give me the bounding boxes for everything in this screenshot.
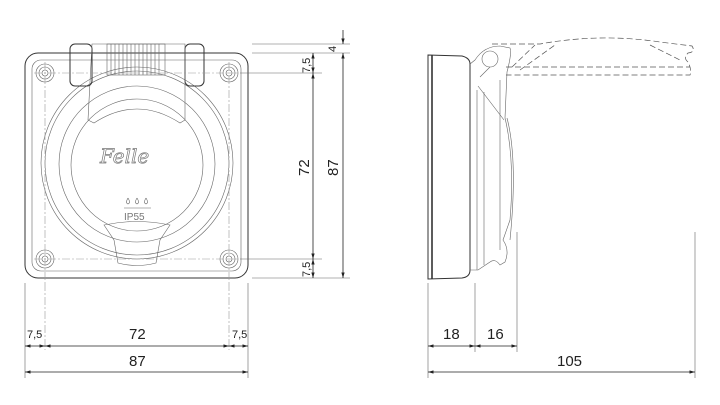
ip-rating: IP55 [124, 212, 145, 223]
dim-open-total: 105 [557, 353, 582, 370]
water-drops-icon [126, 197, 148, 205]
lid-ring [58, 85, 216, 243]
vertical-dimensions: 4 7,5 72 7,5 87 [240, 30, 350, 279]
brand-logo: Felle [99, 144, 149, 168]
plate-inner-edge [31, 59, 242, 272]
dim-hinge-offset: 4 [327, 46, 339, 52]
base-body [427, 54, 471, 280]
dim-left-offset: 7,5 [27, 329, 42, 341]
dim-right-offset: 7,5 [232, 329, 247, 341]
horizontal-dimensions-front: 7,5 72 7,5 87 [24, 283, 249, 378]
dim-hole-spacing-horizontal: 72 [129, 326, 146, 343]
hinge [69, 43, 205, 124]
dim-hole-spacing-vertical: 72 [296, 159, 313, 176]
dim-top-offset: 7,5 [301, 58, 313, 73]
lid-face [70, 98, 204, 232]
horizontal-dimensions-side: 18 16 105 [427, 232, 696, 378]
latch [103, 221, 171, 266]
front-view: Felle IP55 [24, 43, 249, 283]
dim-total-width: 87 [129, 353, 146, 370]
open-lid-outline [492, 37, 694, 76]
dim-bottom-offset: 7,5 [301, 262, 313, 277]
dim-lid-depth: 16 [487, 326, 504, 343]
mounting-plate [24, 52, 249, 279]
dim-base-depth: 18 [443, 326, 460, 343]
side-view [427, 37, 694, 280]
dim-total-height: 87 [325, 159, 342, 176]
